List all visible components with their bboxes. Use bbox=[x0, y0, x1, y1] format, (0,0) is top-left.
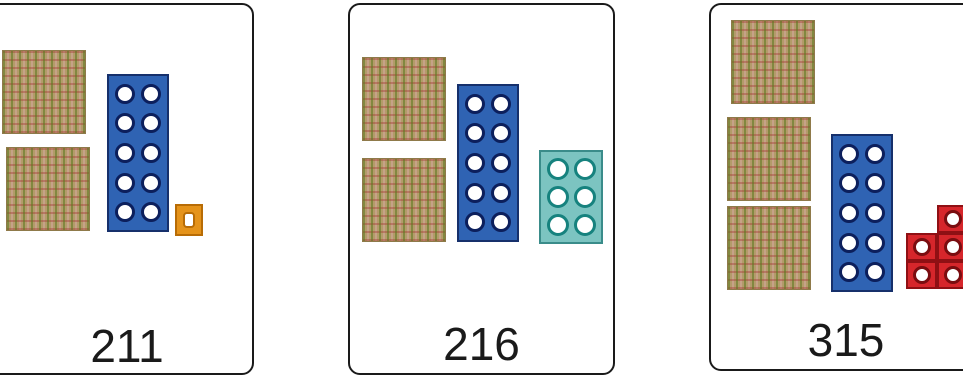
number-card-315[interactable]: 315 bbox=[709, 3, 963, 371]
ten-rod-block bbox=[831, 134, 893, 292]
card-number: 216 bbox=[350, 321, 613, 367]
one-unit-block bbox=[175, 204, 203, 236]
hundred-flat-block bbox=[727, 117, 811, 201]
hundred-flat-block bbox=[2, 50, 86, 134]
card-number: 315 bbox=[711, 317, 963, 363]
ten-rod-block bbox=[457, 84, 519, 242]
number-card-216[interactable]: 216 bbox=[348, 3, 615, 375]
hundred-flat-block bbox=[6, 147, 90, 231]
hundred-flat-block bbox=[731, 20, 815, 104]
number-card-211[interactable]: 211 bbox=[0, 3, 254, 375]
hundred-flat-block bbox=[362, 158, 446, 242]
card-number: 211 bbox=[2, 323, 252, 369]
hundred-flat-block bbox=[727, 206, 811, 290]
hundred-flat-block bbox=[362, 57, 446, 141]
five-unit-block bbox=[906, 205, 963, 289]
ten-rod-block bbox=[107, 74, 169, 232]
six-unit-block bbox=[539, 150, 603, 244]
